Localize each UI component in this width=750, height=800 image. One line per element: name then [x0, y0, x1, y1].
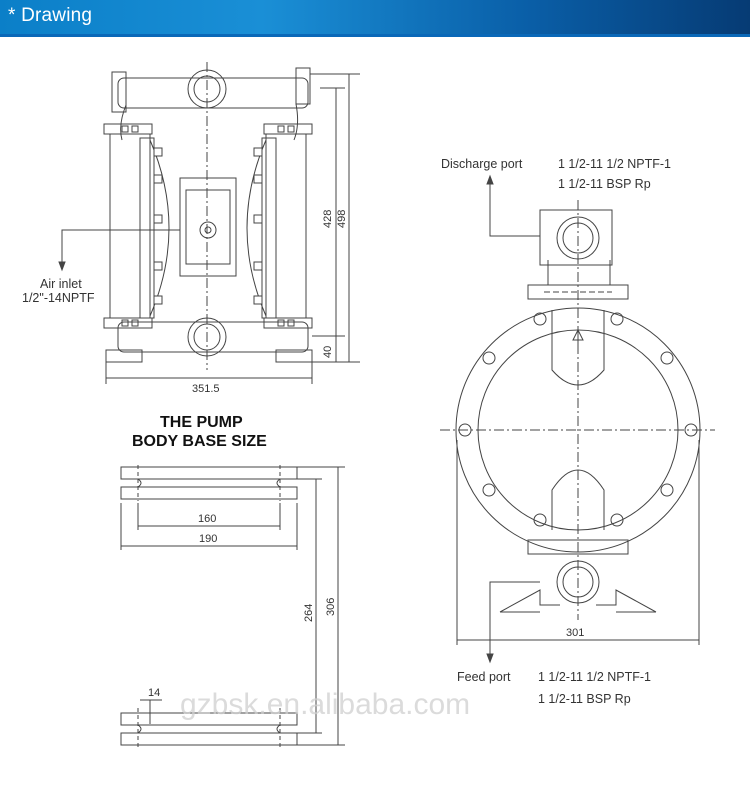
dim-height-498: 498: [336, 210, 348, 228]
discharge-port-label: Discharge port: [441, 157, 523, 171]
dim-301: 301: [566, 627, 584, 639]
pump-side-view: [440, 174, 715, 664]
feed-port-label: Feed port: [457, 670, 511, 684]
air-inlet-spec: 1/2"-14NPTF: [22, 291, 95, 305]
section-header: * Drawing: [0, 0, 750, 34]
section-title: * Drawing: [8, 5, 93, 26]
discharge-spec-bsp: 1 1/2-11 BSP Rp: [558, 177, 651, 191]
feed-spec-bsp: 1 1/2-11 BSP Rp: [538, 692, 631, 706]
dim-190: 190: [199, 533, 217, 545]
feed-spec-nptf: 1 1/2-11 1/2 NPTF-1: [538, 670, 651, 684]
air-inlet-label: Air inlet: [40, 277, 82, 291]
dim-14: 14: [148, 687, 160, 699]
base-size-view: [120, 465, 345, 750]
pump-front-view: [58, 62, 360, 384]
base-title-line1: THE PUMP: [160, 414, 243, 431]
dim-width-351: 351.5: [192, 383, 220, 395]
dim-bottom-40: 40: [322, 346, 334, 358]
dim-306: 306: [325, 598, 337, 616]
dim-height-428: 428: [322, 210, 334, 228]
dim-160: 160: [198, 513, 216, 525]
header-divider: [0, 34, 750, 37]
discharge-spec-nptf: 1 1/2-11 1/2 NPTF-1: [558, 157, 671, 171]
base-title-line2: BODY BASE SIZE: [132, 433, 267, 450]
watermark: gzbsk.en.alibaba.com: [180, 688, 470, 721]
dim-264: 264: [303, 604, 315, 622]
